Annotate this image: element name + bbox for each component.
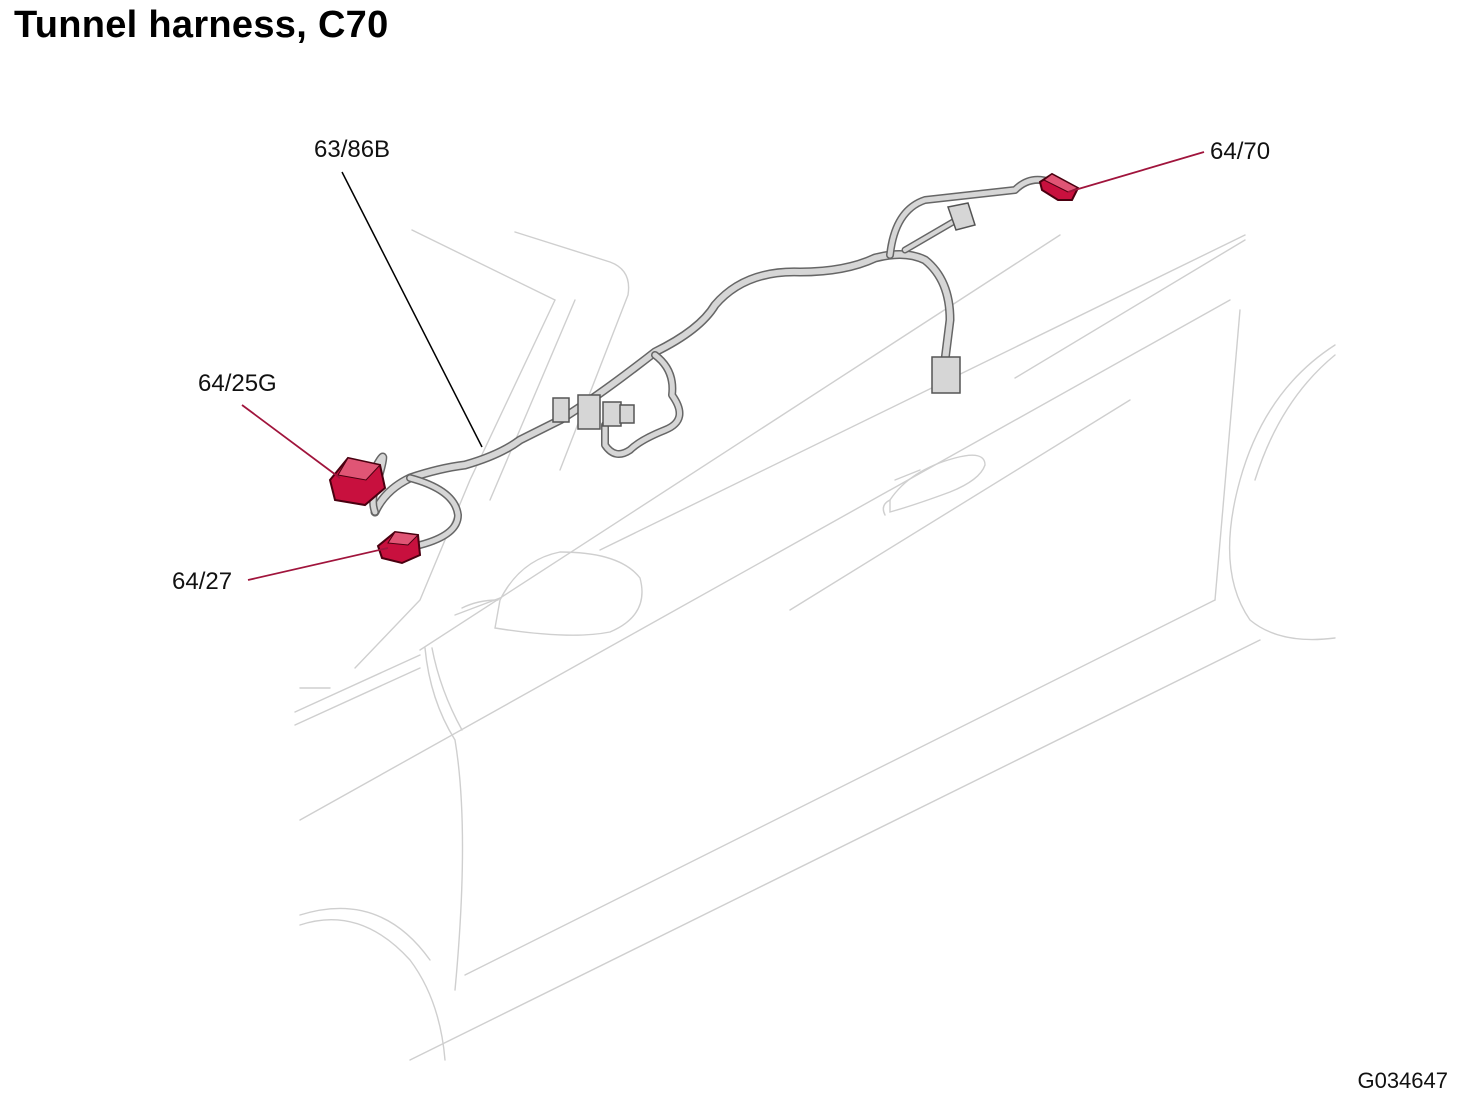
callout-label-64-25g: 64/25G (198, 370, 277, 397)
leader-lines (241, 151, 1205, 581)
leader-line-63-86b (341, 171, 483, 448)
connector-64-70 (1038, 172, 1080, 201)
car-body-outline (294, 229, 1336, 1061)
connector-64-25g (328, 456, 387, 507)
callout-label-64-27: 64/27 (172, 568, 233, 595)
leader-line-64-27 (247, 547, 389, 581)
callout-label-63-86b: 63/86B (314, 136, 391, 163)
grey-connectors (552, 202, 976, 430)
leader-line-64-25g (241, 404, 341, 479)
diagram-title: Tunnel harness, C70 (14, 4, 389, 46)
callout-label-64-70: 64/70 (1210, 138, 1271, 165)
leader-line-64-70 (1067, 151, 1205, 193)
figure-id: G034647 (1357, 1068, 1448, 1093)
harness-cable (369, 175, 1054, 549)
connector-64-27 (376, 530, 422, 565)
